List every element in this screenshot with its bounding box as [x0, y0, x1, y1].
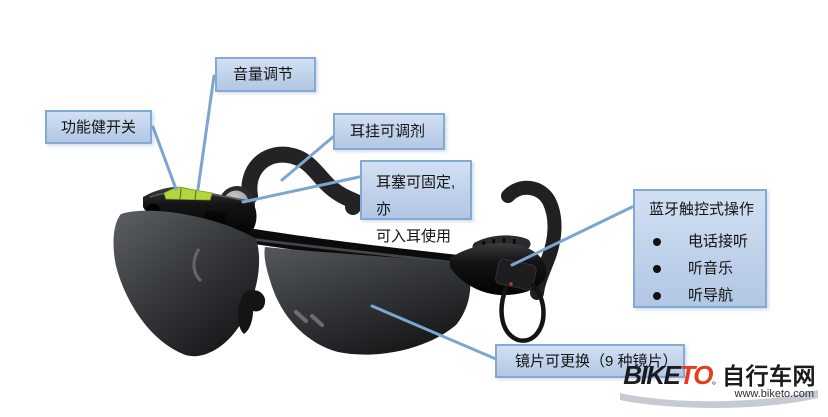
bullet-icon [653, 264, 661, 273]
left-ear-hook [241, 146, 364, 215]
callout-function-key-label: 功能健开关 [61, 118, 137, 136]
bluetooth-feature-item: 电话接听 [649, 228, 765, 255]
logo-bike-text: BIKE [623, 360, 681, 390]
callout-bluetooth: 蓝牙触控式操作 电话接听 听音乐 听导航 [633, 189, 767, 308]
right-temple-touch-unit [450, 235, 547, 296]
callout-line-function-key [151, 125, 178, 191]
callout-earbud-line2: 可入耳使用 [376, 228, 452, 245]
biketo-logo: BIKETO。自行车网 www.biketo.com [618, 362, 816, 400]
callout-lens-label: 镜片可更换（9 种镜片） [515, 352, 678, 370]
callout-lines [151, 74, 634, 361]
bluetooth-feature-label: 听音乐 [688, 260, 734, 277]
callout-ear-hook: 耳挂可调剂 [333, 113, 445, 150]
callout-volume-label: 音量调节 [233, 66, 294, 83]
bullet-icon [653, 291, 661, 300]
callout-ear-hook-label: 耳挂可调剂 [350, 123, 426, 140]
callout-volume: 音量调节 [215, 57, 316, 92]
callout-line-earbud [241, 175, 361, 204]
biketo-logo-wordmark: BIKETO。自行车网 [618, 362, 816, 388]
callout-function-key: 功能健开关 [45, 110, 152, 144]
bluetooth-feature-item: 听导航 [649, 282, 765, 309]
callout-line-bluetooth [510, 205, 634, 267]
bluetooth-feature-label: 听导航 [688, 287, 734, 304]
nose-piece [238, 290, 266, 334]
bluetooth-feature-label: 电话接听 [688, 233, 749, 250]
bluetooth-feature-item: 听音乐 [649, 255, 765, 282]
callout-line-ear-hook [280, 129, 342, 182]
callout-bluetooth-title: 蓝牙触控式操作 [649, 201, 755, 218]
callout-line-volume [196, 74, 216, 191]
logo-to-text: TO [679, 360, 713, 390]
logo-chinese-text: 自行车网 [722, 363, 816, 389]
callout-earbud-line1: 耳塞可固定,亦 [376, 174, 456, 218]
right-lens [264, 247, 471, 355]
left-lens [113, 210, 260, 357]
logo-separator-dot: 。 [712, 376, 722, 387]
logo-website-url: www.biketo.com [734, 388, 814, 400]
cable-loop [499, 282, 546, 343]
callout-earbud: 耳塞可固定,亦 可入耳使用 [360, 160, 472, 245]
callout-lens: 镜片可更换（9 种镜片） [495, 344, 685, 378]
logo-swoosh [620, 390, 818, 408]
bullet-icon [653, 237, 661, 246]
callout-line-lens [370, 304, 498, 361]
